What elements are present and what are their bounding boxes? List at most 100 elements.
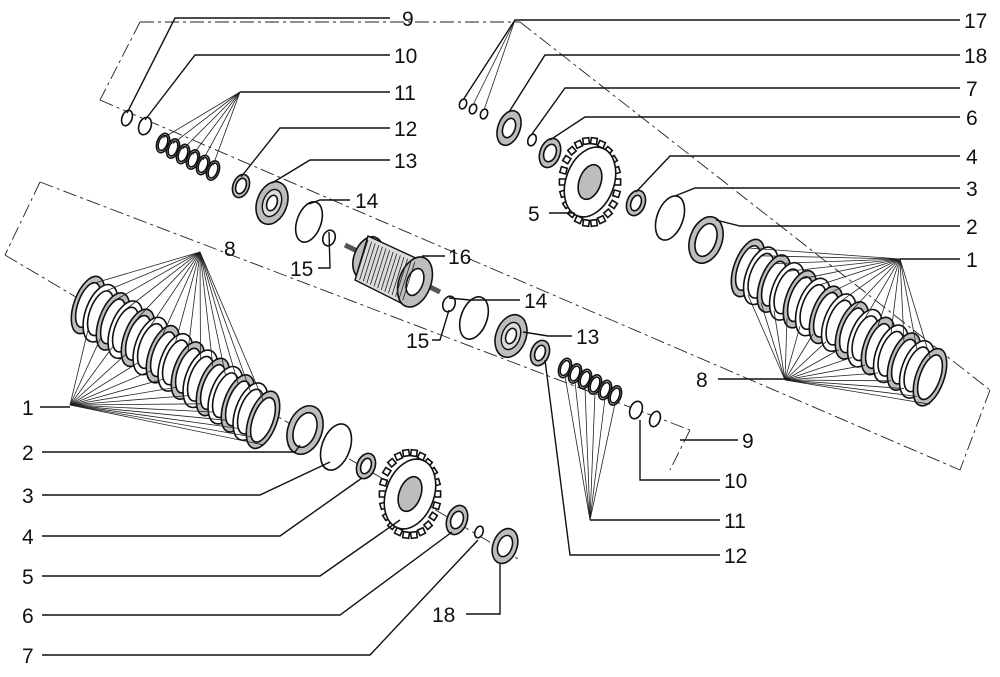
sprocket-tooth — [378, 477, 389, 488]
clutch-disc-lower-inner — [249, 396, 277, 443]
lower-parts — [286, 404, 519, 565]
leader-8-fan — [784, 364, 866, 381]
callout-5-top: 5 — [528, 203, 540, 226]
part-10-ring-lower — [628, 400, 644, 420]
leader-1-fan — [773, 258, 901, 264]
callout-10-top: 10 — [394, 45, 417, 68]
leader-8-fan — [199, 251, 226, 376]
sprocket-tooth — [561, 154, 573, 165]
leader-1-fan — [69, 338, 101, 406]
leader-8-fan — [784, 333, 814, 381]
leader-11-fan — [202, 91, 241, 161]
leader-1-fan — [899, 258, 931, 358]
leader-11-fan — [212, 91, 241, 166]
leader-1-fan — [69, 329, 89, 406]
sprocket-tooth — [558, 165, 569, 176]
sprocket-tooth — [589, 218, 599, 228]
sprocket-tooth — [589, 136, 599, 146]
callout-2-left: 2 — [22, 442, 34, 465]
leader-8-fan — [747, 294, 786, 381]
sprocket-tooth — [427, 511, 439, 522]
part-14-snap-ring-upper — [294, 201, 324, 243]
leader-8-fan — [773, 310, 786, 381]
leader-fans — [69, 19, 931, 521]
leader-1-fan — [69, 370, 151, 406]
hub-spline — [366, 244, 380, 284]
sprocket-hub — [397, 475, 423, 513]
hub-spline — [370, 246, 383, 285]
callout-leaders — [40, 17, 960, 656]
leader-1-fan — [69, 346, 114, 406]
callout-13-lower: 13 — [576, 326, 599, 349]
clutch-disc-upper-inner — [916, 354, 944, 401]
callout-4-top: 4 — [966, 146, 978, 169]
callout-9-top: 9 — [402, 8, 414, 31]
leader-11-fan — [564, 375, 591, 521]
leader-1-fan — [69, 404, 226, 421]
hub-spline — [398, 260, 412, 299]
callout-12-top: 12 — [394, 118, 417, 141]
leader-1-fan — [69, 404, 214, 413]
leader-8-fan — [199, 251, 214, 368]
leader-1-fan — [786, 258, 901, 272]
leader-8-fan — [784, 357, 853, 381]
callout-5-left: 5 — [22, 566, 34, 589]
hub-spline — [384, 253, 398, 292]
leader-11-fan — [574, 381, 591, 521]
leader-11-fan — [589, 397, 606, 521]
sprocket-tooth — [401, 448, 411, 458]
callout-14-upper: 14 — [355, 190, 379, 213]
sprocket-tooth — [422, 519, 434, 531]
leader-8-fan — [784, 372, 879, 381]
leader-8-fan — [137, 251, 201, 319]
leader-1-fan — [69, 404, 239, 429]
callout-14-lower: 14 — [524, 290, 548, 313]
sprocket-tooth — [573, 139, 584, 150]
upper-right-parts — [458, 98, 724, 265]
sprocket-tooth — [401, 530, 411, 540]
sprocket-tooth — [393, 451, 404, 462]
leader-1-fan — [69, 362, 139, 406]
part-3-snap-ring-upper — [654, 195, 686, 241]
leader-8-fan — [162, 251, 201, 335]
plate-11-lower-inner — [589, 376, 601, 393]
leader-1-fan — [812, 258, 901, 288]
leader-1-fan — [69, 403, 201, 406]
leader-8-fan — [784, 326, 801, 381]
sprocket-tooth — [416, 526, 427, 537]
leader-8-fan — [199, 251, 201, 359]
hub-spline — [402, 261, 416, 301]
sprocket-tooth — [602, 207, 614, 219]
leader-8-fan — [784, 341, 827, 381]
leader-8-fan — [784, 379, 892, 382]
leader-1-fan — [747, 247, 901, 260]
callout-1-left: 1 — [22, 397, 34, 420]
sprocket-tooth — [581, 218, 591, 228]
plate-11-upper-inner — [207, 162, 219, 179]
leader-11-fan — [589, 392, 596, 521]
leader-1-fan — [69, 354, 126, 406]
leader-8-fan — [175, 251, 201, 343]
leader-8-fan — [150, 251, 201, 327]
plate-11-lower-inner — [559, 359, 571, 377]
sprocket-tooth — [596, 214, 607, 225]
leader-1-fan — [825, 258, 901, 296]
callout-3-left: 3 — [22, 485, 34, 508]
hub-spline — [373, 248, 387, 287]
hub-spline — [395, 258, 408, 297]
leader-8-fan — [784, 379, 918, 397]
callout-8-right: 8 — [696, 369, 708, 392]
part-5-sprocket-lower — [378, 448, 442, 540]
sprocket-tooth — [409, 530, 419, 540]
hub-spline — [391, 256, 405, 296]
callout-7-top: 7 — [966, 78, 978, 101]
leader-11-fan — [589, 403, 616, 521]
callout-6-left: 6 — [22, 605, 34, 628]
plate-11-upper-inner — [197, 156, 209, 174]
part-16-clutch-hub — [343, 235, 442, 308]
leader-1-fan — [899, 258, 905, 342]
leader-1-fan — [864, 258, 901, 319]
callout-11-top: 11 — [394, 82, 416, 105]
callout-10-lower: 10 — [724, 470, 747, 493]
